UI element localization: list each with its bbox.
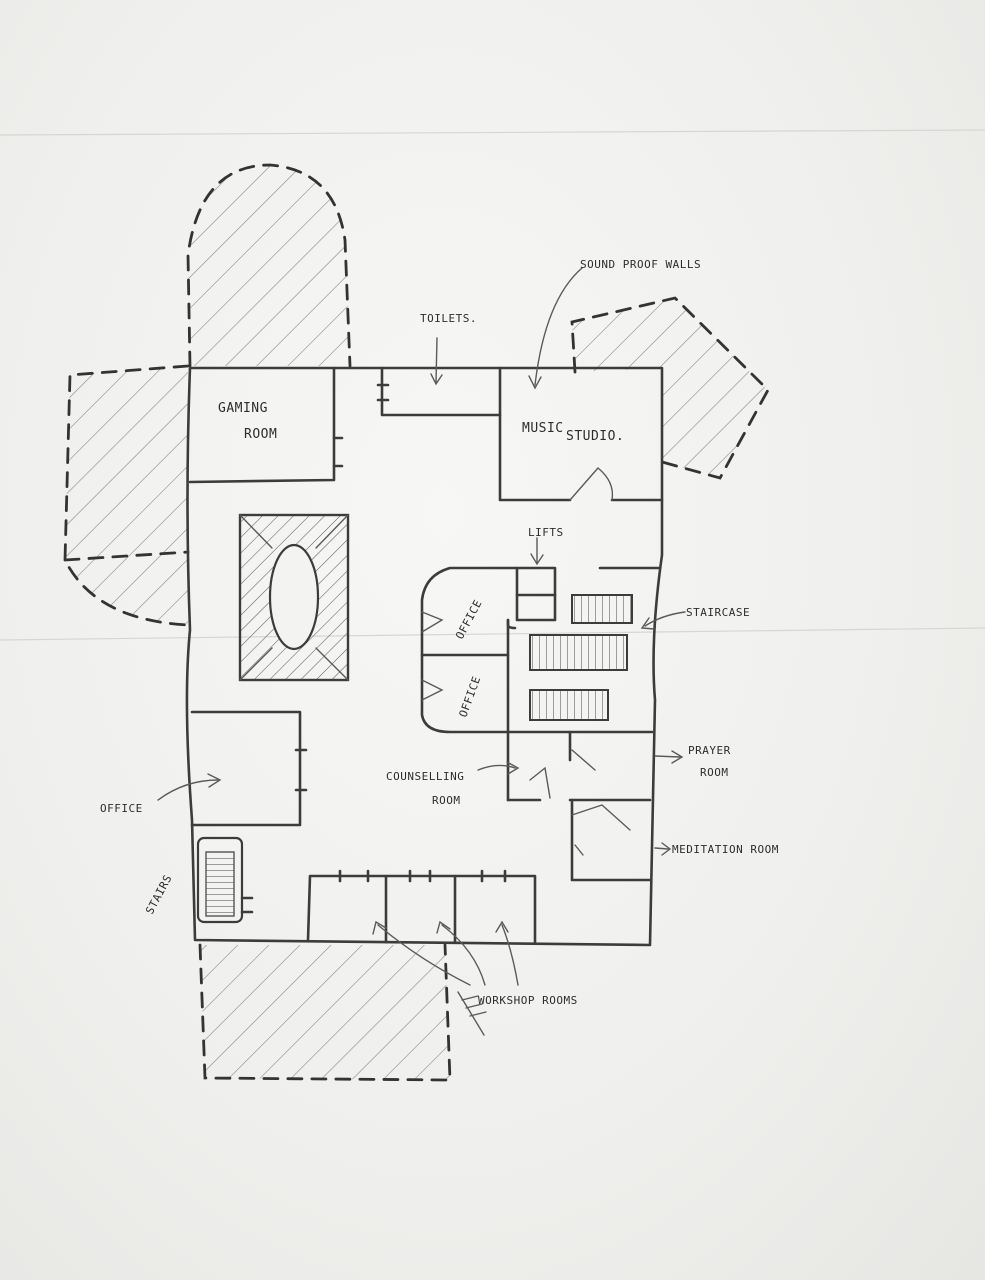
prayer-room: PRAYER ROOM — [568, 730, 731, 779]
music-studio-room: MUSIC STUDIO. SOUND PROOF WALLS — [498, 258, 701, 502]
prayer-label-1: PRAYER — [688, 744, 731, 757]
office-lower: OFFICE — [420, 653, 510, 734]
extension-right-music — [570, 296, 770, 480]
workshop-label: WORKSHOP ROOMS — [478, 994, 578, 1007]
office-lower-label: OFFICE — [457, 674, 484, 719]
counselling-label-2: ROOM — [432, 794, 461, 807]
extension-top-left — [186, 163, 352, 368]
paper-fold-top — [0, 129, 985, 136]
toilets-room: TOILETS. — [376, 312, 502, 417]
gaming-room-label-1: GAMING — [218, 401, 268, 416]
lifts-label: LIFTS — [528, 526, 564, 539]
stairs-label: STAIRS — [143, 873, 175, 917]
prayer-label-2: ROOM — [700, 766, 729, 779]
meditation-room: MEDITATION ROOM — [570, 798, 779, 882]
extension-bottom — [198, 943, 452, 1082]
extension-left — [63, 364, 190, 627]
meditation-label: MEDITATION ROOM — [672, 843, 779, 856]
building-outline — [185, 366, 664, 947]
toilets-label: TOILETS. — [420, 312, 477, 325]
central-feature — [238, 513, 350, 682]
staircase: STAIRCASE — [506, 594, 750, 721]
counselling-room: COUNSELLING ROOM — [386, 730, 652, 807]
office-left-label: OFFICE — [100, 802, 143, 815]
paper-fold-horizontal — [0, 627, 985, 641]
counselling-label-1: COUNSELLING — [386, 770, 464, 783]
office-left-room: OFFICE — [100, 710, 308, 827]
gaming-room: GAMING ROOM — [188, 366, 344, 484]
gaming-room-label-2: ROOM — [244, 427, 277, 442]
sound-proof-walls-label: SOUND PROOF WALLS — [580, 258, 701, 271]
staircase-label: STAIRCASE — [686, 606, 750, 619]
music-studio-label-2: STUDIO. — [566, 429, 624, 444]
workshop-rooms: WORKSHOP ROOMS — [306, 869, 578, 1036]
music-studio-label-1: MUSIC — [522, 421, 564, 436]
lifts: LIFTS — [515, 526, 662, 622]
stairs-bottom-left: STAIRS — [143, 836, 254, 924]
office-upper: OFFICE — [420, 566, 519, 657]
